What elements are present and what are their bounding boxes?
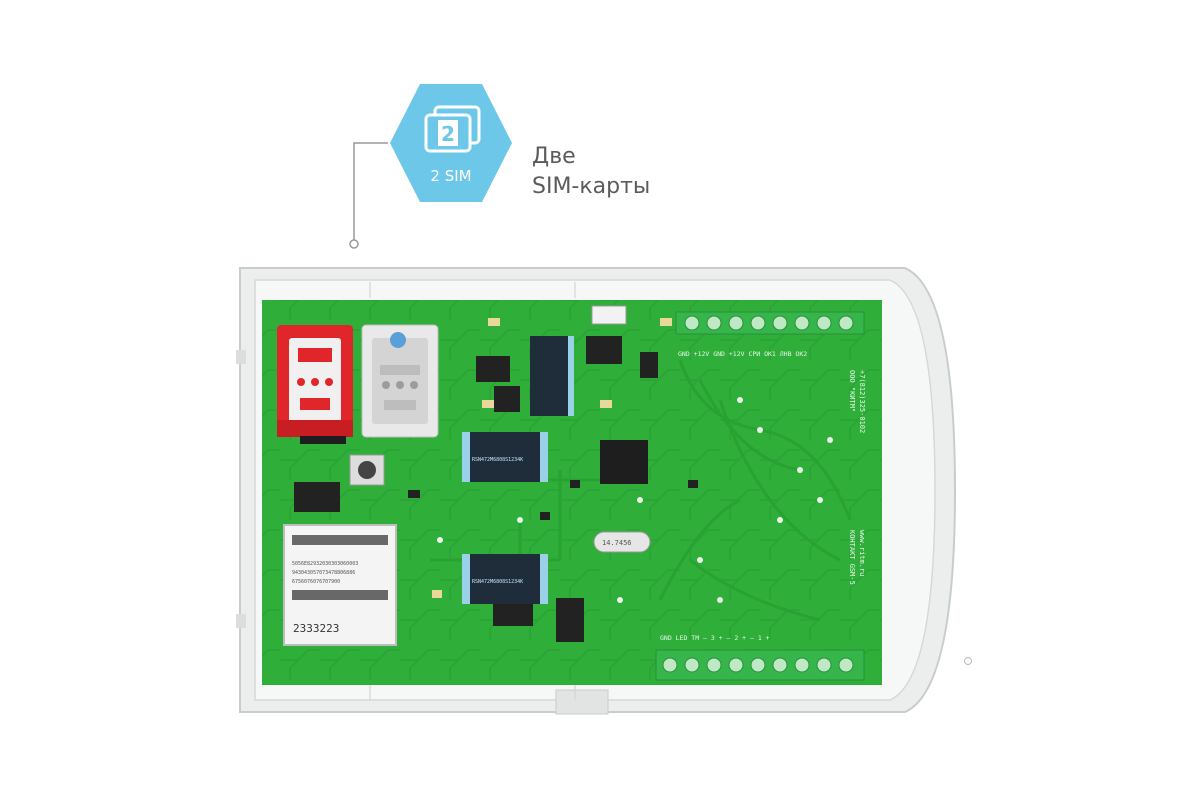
sim-count-badge: 2 2 SIM (390, 84, 512, 202)
stray-marker (964, 657, 972, 665)
module-line-2: 943043057073478806886 (292, 570, 355, 576)
relay-label-1: RSN472M6808S1234K (472, 457, 523, 463)
relays (462, 336, 574, 604)
terminal-block-top (675, 311, 865, 335)
module-line-3: 6756076076707900 (292, 579, 340, 585)
top-terminal-labels: GND +12V GND +12V СРИ ОК1 ЛНВ ОК2 (678, 350, 807, 358)
crystal (593, 531, 651, 553)
side-label-4: www.ritm.ru (858, 530, 866, 576)
bottom-terminal-labels: GND LED ТМ – 3 + – 2 + – 1 + (660, 634, 770, 642)
sim-holder-1 (277, 325, 353, 437)
caption-line-1: Две (532, 144, 576, 169)
crystal-label: 14.7456 (602, 539, 632, 547)
side-label-3: КОНТАКТ GSM-5 (848, 530, 856, 585)
sim-card-icon (424, 105, 481, 153)
callout-caption: Две SIM-карты (532, 142, 650, 202)
misc-parts (300, 305, 698, 598)
via-dots (437, 397, 833, 603)
side-label-1: ООО "КИТМ" (848, 370, 856, 412)
module-code: 2333223 (293, 622, 339, 635)
side-label-2: +7(812)325-0102 (858, 370, 866, 433)
module-line-1: 5056E82932030303060003 (292, 561, 358, 567)
ic-chips (294, 336, 658, 642)
caption-line-2: SIM-карты (532, 174, 651, 199)
badge-label: 2 SIM (430, 167, 471, 185)
relay-label-2: RSN472M6808S1234K (472, 579, 523, 585)
terminal-block-bottom (655, 649, 865, 681)
badge-number: 2 (441, 122, 455, 146)
gsm-module (283, 524, 397, 646)
sim-holder-2 (361, 324, 439, 438)
